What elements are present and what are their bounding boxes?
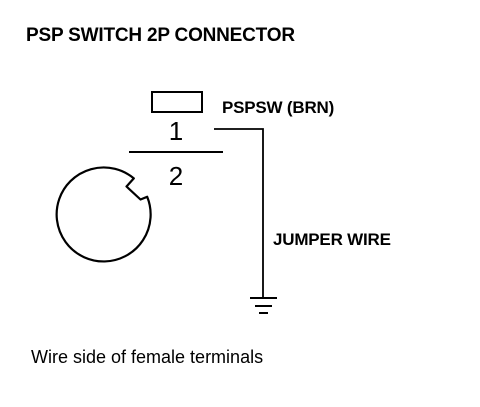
wire-color-label: PSPSW (BRN) bbox=[222, 98, 334, 117]
diagram-title: PSP SWITCH 2P CONNECTOR bbox=[26, 25, 295, 46]
diagram-caption: Wire side of female terminals bbox=[31, 347, 263, 367]
pin-1-label: 1 bbox=[169, 116, 183, 146]
pin-2-label: 2 bbox=[169, 161, 183, 191]
connector-lock-tab bbox=[151, 91, 203, 113]
ground-icon bbox=[250, 297, 277, 314]
connector: 1 2 bbox=[55, 91, 223, 263]
jumper-wire-label: JUMPER WIRE bbox=[273, 230, 391, 249]
jumper-wire-line bbox=[214, 128, 264, 298]
connector-housing bbox=[55, 166, 152, 263]
